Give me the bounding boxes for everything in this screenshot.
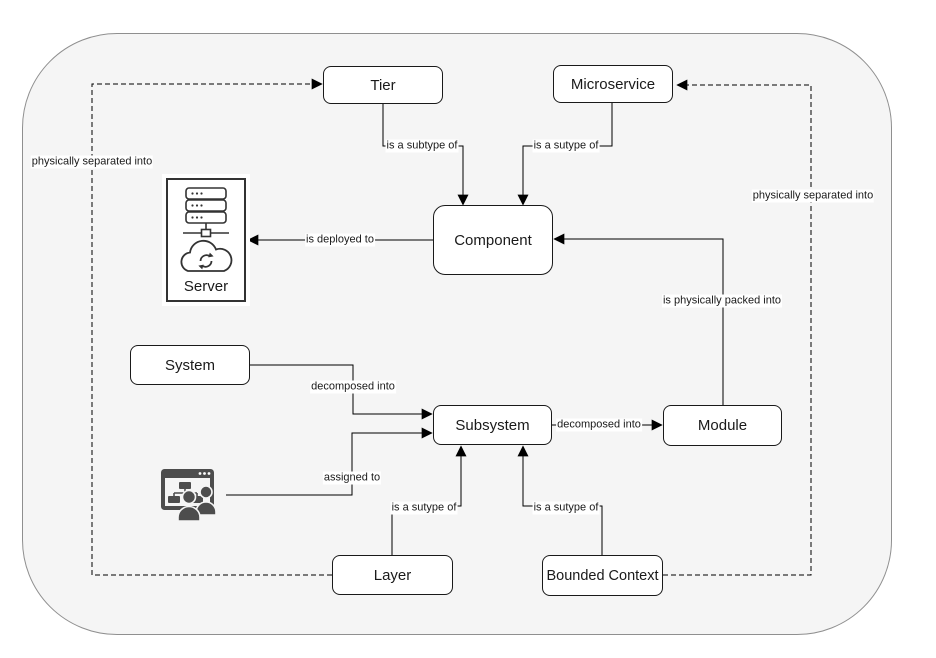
edge-label-tier-to-component: is a subtype of <box>385 139 459 153</box>
node-bounded-context-label: Bounded Context <box>546 567 659 584</box>
node-tier: Tier <box>323 66 443 104</box>
edge-label-system-to-subsystem: decomposed into <box>310 380 396 394</box>
node-server-label: Server <box>183 278 229 295</box>
edge-microservice-to-component <box>517 103 613 206</box>
edge-label-microservice-to-component: is a sutype of <box>532 139 600 153</box>
edge-bounded-context-to-microservice <box>663 79 812 576</box>
edge-label-bounded-context-to-subsystem: is a sutype of <box>532 501 600 515</box>
edge-label-subsystem-to-module: decomposed into <box>556 418 642 432</box>
node-system: System <box>130 345 250 385</box>
node-bounded-context: Bounded Context <box>542 555 663 596</box>
node-tier-label: Tier <box>370 76 396 94</box>
edge-label-component-to-server: is deployed to <box>305 233 375 247</box>
node-system-label: System <box>164 356 215 374</box>
edge-module-to-component <box>553 233 724 405</box>
edge-label-layer-to-tier: physically separated into <box>30 155 154 169</box>
server-frame: Server <box>166 178 246 302</box>
edge-label-layer-to-subsystem: is a sutype of <box>390 501 458 515</box>
edge-label-bounded-context-to-microservice: physically separated into <box>751 189 875 203</box>
system-boundary-container <box>22 33 892 635</box>
node-server: Server <box>162 174 250 306</box>
node-module-label: Module <box>697 417 748 434</box>
edge-label-team-to-subsystem: assigned to <box>322 471 382 485</box>
edge-label-module-to-component: is physically packed into <box>661 294 783 308</box>
node-subsystem-label: Subsystem <box>455 416 530 434</box>
edge-layer-to-tier <box>91 78 332 576</box>
org-chart-team-icon <box>161 469 217 522</box>
node-component: Component <box>433 205 553 275</box>
node-module: Module <box>663 405 782 446</box>
node-subsystem: Subsystem <box>433 405 552 445</box>
dashed-connectors <box>91 78 812 576</box>
node-component-label: Component <box>454 231 532 249</box>
server-cloud-sync-icon <box>180 187 233 272</box>
node-microservice-label: Microservice <box>570 75 656 93</box>
edge-tier-to-component <box>382 104 469 206</box>
node-layer: Layer <box>332 555 453 595</box>
edge-team-to-subsystem <box>226 427 433 496</box>
node-layer-label: Layer <box>373 566 412 584</box>
solid-connectors <box>226 103 724 555</box>
node-microservice: Microservice <box>553 65 673 103</box>
